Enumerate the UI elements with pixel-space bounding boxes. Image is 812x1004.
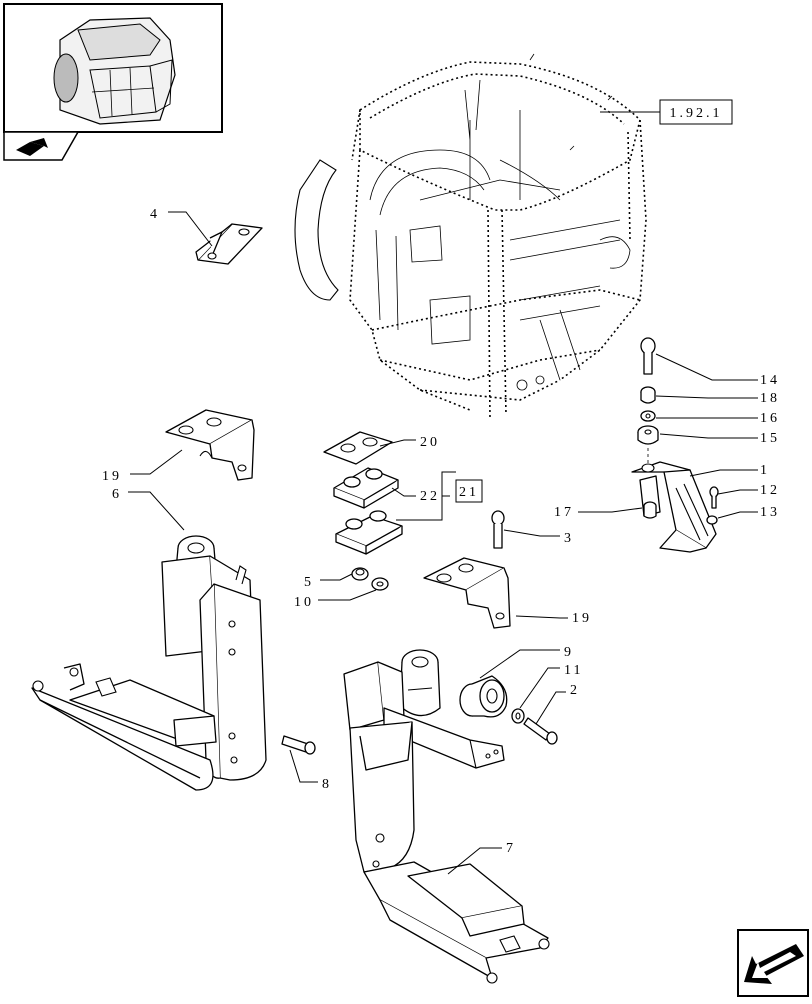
cab-thumbnail-icon — [53, 17, 176, 125]
group-box-21[interactable]: 21 — [455, 479, 483, 503]
part-19-upper-bracket — [165, 409, 255, 481]
part-15-rubber-mount — [637, 425, 659, 445]
callout-19a: 19 — [102, 469, 122, 484]
reference-box[interactable]: 1.92.1 — [600, 99, 733, 125]
callout-12: 12 — [760, 483, 780, 498]
part-14-bolt — [640, 337, 656, 375]
callout-9: 9 — [564, 645, 574, 660]
callout-4: 4 — [150, 207, 160, 222]
callout-16: 16 — [760, 411, 780, 426]
cab-frame — [294, 53, 647, 421]
callout-20: 20 — [420, 435, 440, 450]
part-8-bolt — [281, 735, 316, 755]
next-page-arrow-icon — [744, 944, 804, 984]
part-7-support-arm — [343, 649, 550, 984]
callout-18: 18 — [760, 391, 780, 406]
part-16-washer — [640, 410, 656, 422]
callout-14: 14 — [760, 373, 780, 388]
callout-11: 11 — [564, 663, 583, 678]
part-22-pad-upper — [333, 467, 399, 509]
part-4-bracket — [195, 223, 263, 265]
part-18-nut — [640, 386, 656, 404]
callout-6: 6 — [112, 487, 122, 502]
callout-5: 5 — [304, 575, 314, 590]
part-9-bushing — [459, 675, 508, 718]
next-page-button[interactable] — [737, 929, 809, 997]
part-20-pad — [323, 431, 393, 465]
callout-17: 17 — [554, 505, 574, 520]
part-12-bolt — [709, 486, 719, 509]
callout-15: 15 — [760, 431, 780, 446]
part-5-nut — [351, 567, 369, 581]
part-22-pad-lower — [335, 510, 403, 555]
cab-thumbnail[interactable] — [3, 3, 223, 161]
part-10-washer — [371, 577, 389, 591]
callout-13: 13 — [760, 505, 780, 520]
part-17-spacer — [643, 501, 657, 519]
callout-8: 8 — [322, 777, 332, 792]
reference-box-label: 1.92.1 — [670, 106, 723, 121]
part-11-washer — [511, 708, 525, 724]
callout-22: 22 — [420, 489, 440, 504]
book-icon — [16, 138, 48, 156]
callout-7: 7 — [506, 841, 516, 856]
callout-3: 3 — [564, 531, 574, 546]
part-6-support-arm — [31, 535, 267, 791]
part-19-lower-bracket — [423, 557, 511, 629]
part-3-bolt — [491, 510, 505, 549]
part-13-washer — [706, 515, 718, 525]
callout-2: 2 — [570, 683, 580, 698]
part-2-bolt — [523, 717, 558, 745]
callout-19b: 19 — [572, 611, 592, 626]
group-box-21-label: 21 — [459, 485, 479, 500]
callout-1: 1 — [760, 463, 770, 478]
callout-10: 10 — [294, 595, 314, 610]
